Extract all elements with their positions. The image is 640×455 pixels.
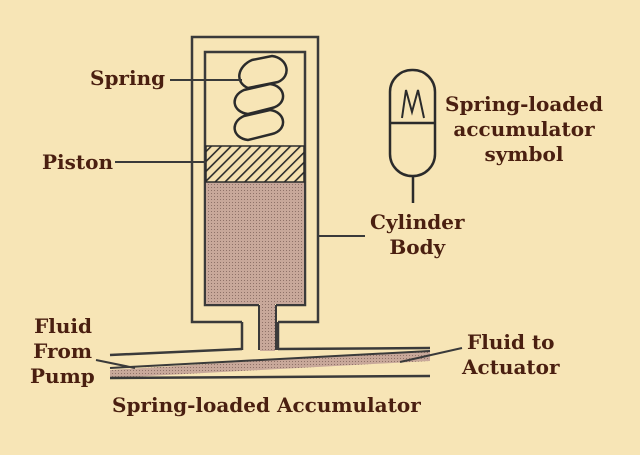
pipe-fluid: [110, 350, 430, 378]
fluid-to-actuator-label: Fluid to Actuator: [462, 330, 560, 379]
cylinder-body-label: Cylinder Body: [370, 210, 465, 259]
cylinder-outer-wall: [190, 35, 320, 324]
pipe-bottom-wall: [109, 374, 431, 380]
actuator-leader: [399, 347, 463, 363]
pipe-top-wall: [109, 347, 243, 357]
symbol-caption: Spring-loaded accumulator symbol: [445, 92, 603, 166]
diagram-caption: Spring-loaded Accumulator: [112, 393, 421, 417]
piston-block: [205, 145, 305, 183]
piston-label: Piston: [42, 150, 114, 174]
accumulator-symbol-icon: [388, 68, 437, 203]
stem-fluid: [260, 303, 275, 351]
fluid-from-pump-label: Fluid From Pump: [30, 314, 95, 388]
cylinder-inner-wall: [203, 50, 307, 307]
spring-coil: [233, 54, 288, 142]
cylinder-fluid: [206, 182, 304, 304]
spring-label: Spring: [90, 66, 166, 90]
pump-leader: [95, 359, 136, 369]
